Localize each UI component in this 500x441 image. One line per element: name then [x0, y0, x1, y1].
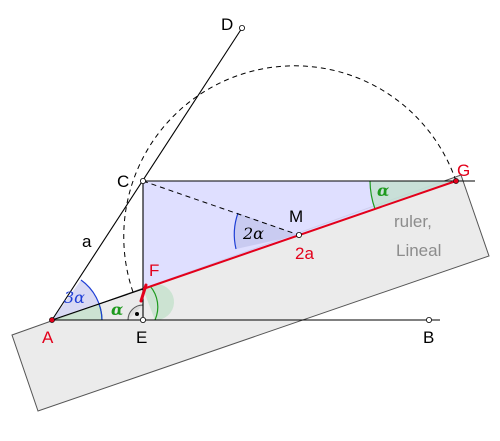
angle-arc-alpha-F [149, 285, 159, 321]
point-D [238, 24, 245, 31]
label-A: A [42, 328, 54, 347]
angle-label-3alpha: 3α [64, 288, 85, 307]
label-C: C [117, 172, 129, 191]
angle-label-alpha-G: α [377, 181, 389, 200]
label-B: B [423, 328, 434, 347]
label-D: D [221, 15, 233, 34]
point-M [295, 231, 302, 238]
point-G [453, 178, 459, 184]
ruler-label-1: ruler, [394, 212, 432, 231]
angle-arc-3alpha [80, 279, 103, 321]
point-B [425, 316, 432, 323]
tick-F [139, 283, 148, 303]
label-M: M [289, 207, 303, 226]
angle-arc-2alpha [233, 212, 239, 250]
label-F: F [149, 261, 159, 280]
angle-label-alpha-F: α [111, 300, 123, 319]
line-AF [51, 288, 144, 321]
point-E [139, 316, 146, 323]
label-E: E [136, 328, 147, 347]
point-C [139, 177, 146, 184]
angle-arc-3alpha-fill [52, 280, 99, 320]
point-A [49, 317, 55, 323]
right-angle-dot [135, 312, 139, 316]
angle-arc-2alpha-fill [234, 213, 299, 249]
right-angle-arc-E [127, 304, 144, 321]
label-G: G [457, 161, 470, 180]
ruler-label-2: Lineal [396, 241, 441, 260]
angle-arc-alpha-F-fill [143, 284, 175, 321]
angle-label-2alpha: 2α [242, 224, 264, 243]
line-AD [51, 27, 243, 321]
dashed-line-CM [142, 180, 300, 236]
segment-label-a: a [82, 232, 92, 251]
segment-label-2a: 2a [295, 244, 314, 263]
dashed-semicircle [123, 65, 457, 293]
